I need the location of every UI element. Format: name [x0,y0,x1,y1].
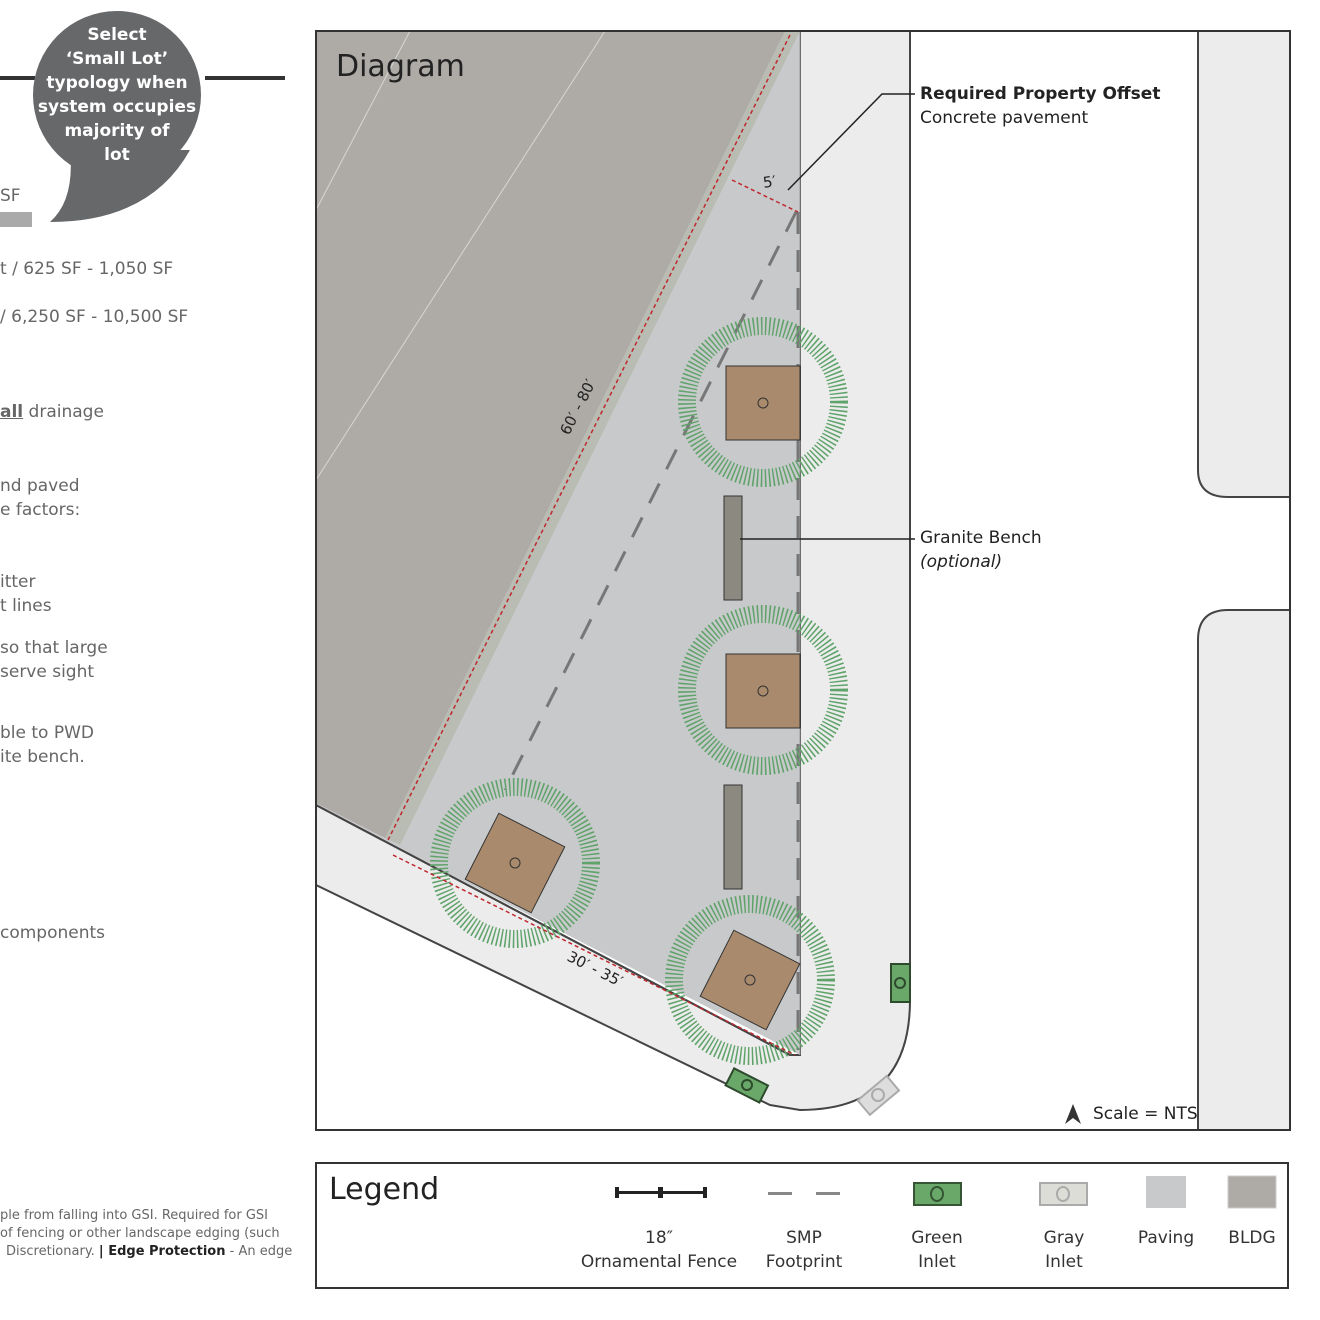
offset-callout-sub: Concrete pavement [920,108,1089,128]
green-inlet-icon [890,963,911,1003]
tree-2 [678,605,848,775]
tree-1 [678,317,848,487]
text-line: t / 625 SF - 1,050 SF [0,259,174,279]
text-line: e factors: [0,500,81,520]
bench-callout-title: Granite Bench [920,528,1042,548]
dim-offset: 5′ [761,172,778,192]
green-inlet-icon [724,1067,770,1104]
text-line: ite bench. [0,747,85,767]
legend-paving-label: Paving [1137,1228,1195,1248]
text-line: ble to PWD [0,723,94,743]
divider [205,76,285,80]
text-line: SF [0,186,21,206]
text-line: / 6,250 SF - 10,500 SF [0,307,189,327]
bldg-swatch [1227,1175,1277,1209]
callout-arrows [740,93,915,540]
legend-smp-label: SMP Footprint [765,1228,843,1272]
legend: Legend 18″ Ornamental Fence SMP Footprin… [315,1162,1289,1289]
paving-swatch [1146,1176,1186,1208]
gray-inlet-icon [1039,1182,1088,1206]
text-line: nd paved [0,476,80,496]
green-inlet-icon [913,1182,962,1206]
divider [0,76,35,80]
text-line: serve sight [0,662,95,682]
bench-callout-sub: (optional) [920,552,1003,572]
typology-callout-bubble: Select ‘Small Lot’ typology when system … [33,11,201,179]
building [316,31,785,838]
text-line: components [0,923,106,943]
footnote-line: Discretionary. [6,1244,99,1259]
legend-swatches [615,1175,1277,1209]
text-line: t lines [0,596,52,616]
legend-bldg-label: BLDG [1228,1228,1276,1248]
property-offset-lines [387,34,799,1056]
footnote: ple from falling into GSI. Required for … [0,1207,292,1261]
emphasis-all: all [0,402,24,422]
footnote-line: ple from falling into GSI. Required for … [0,1208,268,1223]
edge-protection-label: | Edge Protection [98,1244,226,1259]
diagram-frame [315,30,1291,1131]
tree-3 [430,778,600,948]
smp-footprint [503,211,800,1050]
legend-green-inlet-label: Green Inlet [911,1228,963,1272]
text-line: itter [0,572,36,592]
curb-block-top [1197,31,1290,498]
gray-inlet-icon [856,1074,901,1117]
granite-bench [723,495,743,601]
curb-block-bottom [1197,609,1290,1130]
footnote-line: - An edge [225,1244,293,1259]
fence-icon [615,1187,707,1198]
legend-title: Legend [329,1172,440,1207]
tree-4 [665,895,835,1065]
north-arrow-icon [1065,1104,1081,1124]
offset-callout-title: Required Property Offset [920,84,1161,104]
scale-label: Scale = NTS [1093,1104,1198,1124]
text-line: so that large [0,638,108,658]
legend-gray-inlet-label: Gray Inlet [1043,1228,1085,1272]
planted-strip [385,31,800,845]
granite-bench [723,784,743,890]
footnote-line: of fencing or other landscape edging (su… [0,1226,280,1241]
diagram-title: Diagram [336,49,465,84]
smp-footprint-icon [768,1192,840,1195]
legend-fence-label: 18″ Ornamental Fence [580,1228,738,1272]
text-line: drainage [28,402,104,422]
